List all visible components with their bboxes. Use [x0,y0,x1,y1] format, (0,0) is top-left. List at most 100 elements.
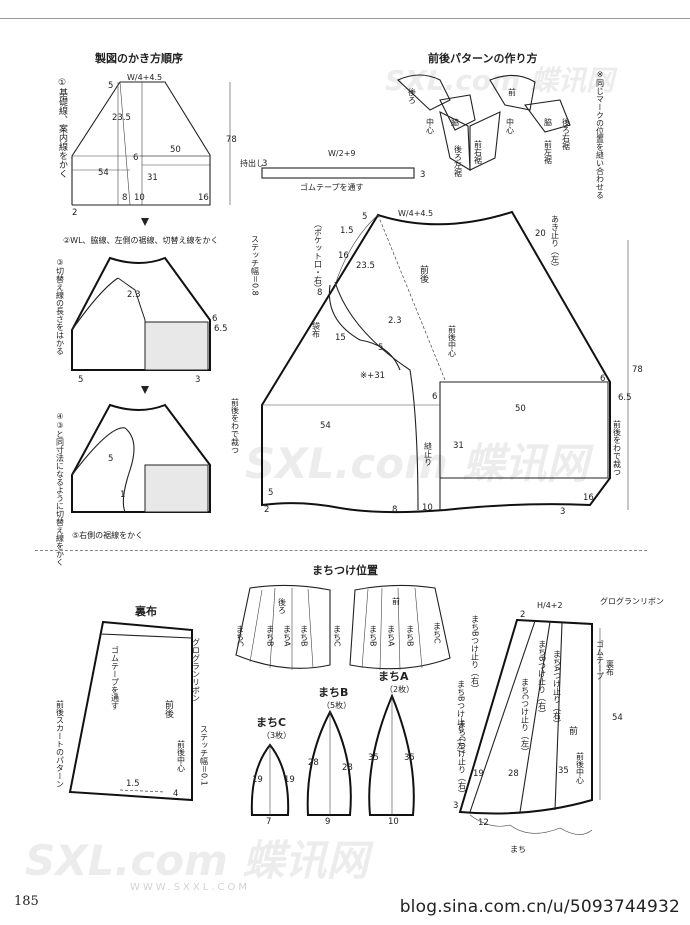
lining-title: 裏布 [134,604,157,618]
svg-text:まちA: まちA [378,670,409,683]
svg-text:2.3: 2.3 [127,290,141,300]
svg-text:前後: 前後 [163,699,174,718]
svg-text:まちCつけ止り（右）: まちCつけ止り（右） [458,720,467,798]
svg-text:10: 10 [134,193,145,203]
gusset-a: まちA （2枚） 35 35 10 [368,670,415,827]
svg-text:19: 19 [284,775,295,785]
svg-text:5: 5 [378,343,383,353]
svg-text:50: 50 [515,404,526,414]
main-skirt-pattern: （ポケット口・右） 5 W/4+4.5 1.5 16 23.5 20 あき止り（… [231,209,643,517]
svg-text:78: 78 [226,135,237,145]
stitch-width-label: ステッチ幅＝0.8 [251,235,260,296]
svg-text:6: 6 [212,314,217,324]
step2-label: ②WL、脇線、左側の裾線、切替え線をかく [63,235,219,245]
svg-text:前後スカートのパターン: 前後スカートのパターン [56,699,65,788]
svg-text:まちBつけ止り（右）: まちBつけ止り（右） [538,640,547,718]
svg-text:裏布: 裏布 [606,659,615,677]
watermark-top: SXL.com 蝶讯网 [245,439,594,488]
step5-label: ⑤右側の裾線をかく [72,530,143,540]
svg-text:グログランリボン: グログランリボン [600,596,664,606]
svg-text:後ろ: 後ろ [408,87,417,104]
svg-text:5: 5 [108,454,113,464]
svg-text:①基礎線、案内線をかく: ①基礎線、案内線をかく [57,78,68,178]
svg-text:6.5: 6.5 [618,393,632,403]
svg-text:28: 28 [342,763,353,773]
svg-text:まちB: まちB [266,625,275,647]
svg-text:9: 9 [325,817,330,827]
svg-text:50: 50 [170,145,181,155]
svg-text:19: 19 [252,775,263,785]
watermark-bottom: SXL.com 蝶讯网 [25,836,374,885]
svg-text:まちC: まちC [333,625,342,647]
svg-text:まちB: まちB [300,625,309,647]
svg-text:後ろ左裾: 後ろ左裾 [454,144,463,178]
svg-text:ゴムテープを通す: ゴムテープを通す [300,182,364,192]
svg-text:まちC: まちC [433,622,442,644]
svg-text:前後: 前後 [418,264,429,283]
svg-text:6: 6 [133,153,138,163]
svg-text:16: 16 [583,493,594,503]
svg-text:35: 35 [558,766,569,776]
svg-text:15: 15 [335,333,346,343]
svg-text:まちB: まちB [406,625,415,647]
svg-text:中心: 中心 [426,117,435,134]
svg-text:1.5: 1.5 [340,226,354,236]
svg-text:前後中心: 前後中心 [177,739,186,772]
svg-text:8: 8 [122,193,127,203]
svg-text:まちCつけ止り（左）: まちCつけ止り（左） [521,678,530,756]
svg-text:3: 3 [195,375,200,385]
svg-text:後ろ右裾: 後ろ右裾 [562,117,571,151]
svg-text:28: 28 [308,758,319,768]
svg-text:脇: 脇 [451,118,460,127]
gusset-position-back: 後ろ まちC まちB まちA まちB [235,584,331,670]
svg-text:3: 3 [420,170,425,180]
svg-text:まちB: まちB [318,686,348,699]
svg-text:7: 7 [266,817,271,827]
svg-text:前: 前 [508,87,517,97]
blog-url[interactable]: blog.sina.com.cn/u/5093744932 [399,897,680,917]
svg-text:1: 1 [120,490,125,500]
watermark-sub: WWW.SXXL.COM [130,882,250,893]
lining-pattern: グログランリボン ゴムテープを通す 前後 前後中心 ステッチ幅＝0.1 前後スカ… [56,620,209,802]
svg-text:10: 10 [388,817,399,827]
svg-text:10: 10 [422,503,433,513]
svg-text:※+31: ※+31 [360,371,385,381]
svg-text:6.5: 6.5 [214,324,228,334]
waistband-piece: 持出し 3 W/2+9 3 ゴムテープを通す [240,149,425,192]
svg-text:5: 5 [362,212,367,222]
svg-text:5: 5 [268,488,273,498]
svg-text:ゴムテープを通す: ゴムテープを通す [111,645,120,710]
svg-text:35: 35 [368,753,379,763]
svg-text:後ろ: 後ろ [278,597,287,614]
section-divider [35,550,647,551]
page-number: 185 [14,894,39,909]
gusset-position-front: 前 まちC まちB まちA まちB まちC [333,584,451,671]
svg-text:まちAつけ止り（右）: まちAつけ止り（右） [553,650,562,727]
svg-text:31: 31 [453,441,464,451]
step1-label: ①基礎線、案内線をかく [57,78,68,178]
pattern-make-title: 前後パターンの作り方 [428,51,537,65]
step4-label: ④③と同寸法になるように切替え線をかく [56,412,65,566]
svg-text:縫止り: 縫止り [424,441,433,466]
svg-text:W/4+4.5: W/4+4.5 [127,73,162,82]
assembly-diagram: 後ろ 前 中心 中心 脇 脇 前右裾 後ろ左裾 前左裾 後ろ右裾 ※同じマークの… [397,70,605,199]
svg-text:2: 2 [520,610,525,620]
svg-text:まち: まち [510,845,526,854]
svg-text:前左裾: 前左裾 [544,139,553,165]
svg-text:袋布: 袋布 [312,321,321,339]
svg-text:持出し: 持出し [240,158,264,168]
assembled-skirt: H/4+2 2 グログランリボン ゴムテープ 裏布 54 前 前後中心 まちAつ… [453,596,664,854]
svg-text:2: 2 [72,208,77,218]
diagram-step4: 5 1 [71,403,211,513]
svg-text:まちB: まちB [369,625,378,647]
svg-text:54: 54 [320,421,331,431]
svg-text:8: 8 [317,288,322,298]
gusset-b: まちB （5枚） 28 28 9 [306,686,353,827]
sew-note: ※同じマークの位置を縫い合わせる [596,70,605,199]
svg-text:まちA: まちA [387,625,396,647]
svg-text:まちC: まちC [236,625,245,647]
svg-text:W/4+4.5: W/4+4.5 [398,209,433,218]
diagram-step1: 5 W/4+4.5 23.5 78 50 54 6 31 2 8 10 16 [71,73,237,218]
svg-text:4: 4 [173,789,178,799]
svg-text:78: 78 [632,365,643,375]
